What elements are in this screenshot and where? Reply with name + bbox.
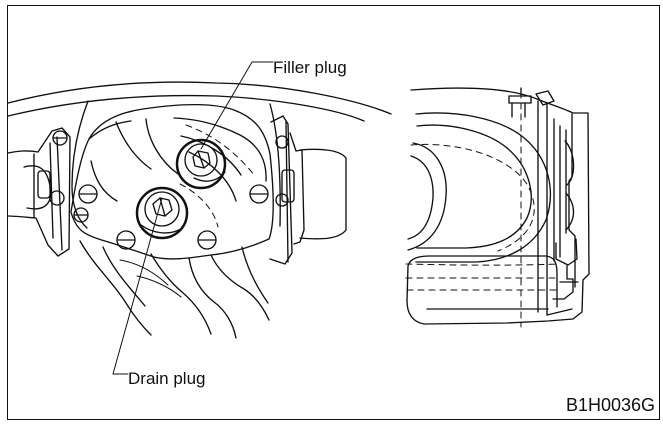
- cover-bolts: [49, 130, 289, 250]
- drain-plug-label: Drain plug: [128, 369, 206, 388]
- side-section-view: [405, 87, 590, 328]
- drain-plug-graphic: [135, 186, 189, 240]
- filler-plug-label: Filler plug: [273, 58, 347, 77]
- figure-code: B1H0036G: [565, 395, 655, 415]
- diagram-frame: [7, 5, 660, 420]
- rear-differential-housing: [7, 61, 392, 375]
- filler-plug-graphic: [175, 138, 227, 190]
